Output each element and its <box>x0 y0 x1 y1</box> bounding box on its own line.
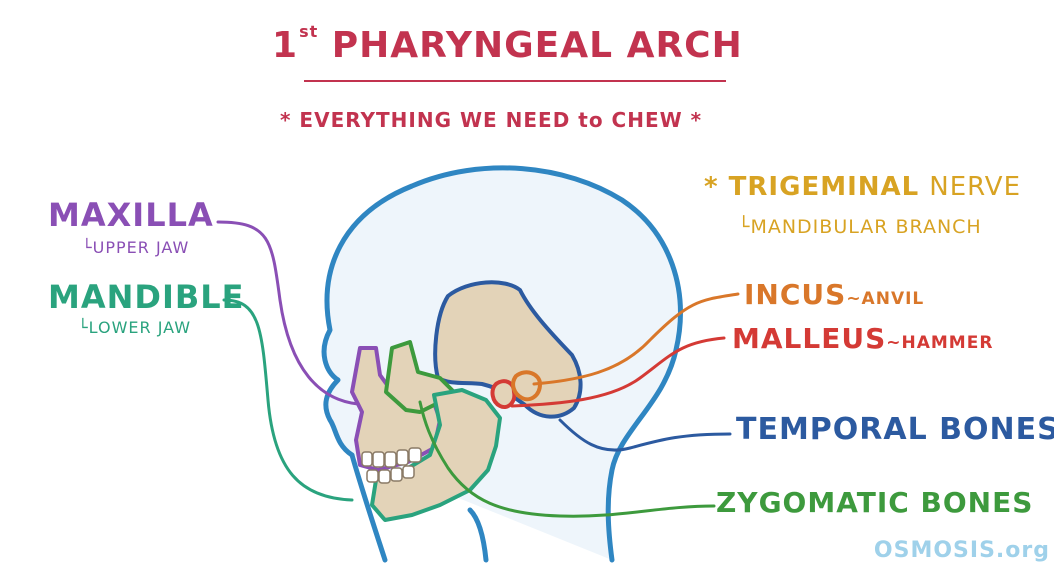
incus-leader <box>532 292 740 386</box>
page-title: 1st PHARYNGEAL ARCH <box>272 22 743 66</box>
temporal-leader <box>558 418 732 452</box>
trigeminal-label: * TRIGEMINAL NERVE <box>704 172 1021 202</box>
mandible-label: MANDIBLE <box>48 278 245 316</box>
maxilla-leader <box>216 220 360 406</box>
title-number: 1 <box>272 25 299 66</box>
maxilla-label: MAXILLA <box>48 196 214 234</box>
malleus-label: MALLEUS~HAMMER <box>732 322 994 355</box>
zygomatic-leader <box>418 400 716 518</box>
title-ordinal: st <box>299 22 319 41</box>
osmosis-logo: OSMOSIS.org <box>873 538 1050 563</box>
trigeminal-note: └MANDIBULAR BRANCH <box>738 216 982 238</box>
malleus-leader <box>510 336 726 408</box>
incus-label: INCUS~ANVIL <box>744 278 925 311</box>
page-subtitle: * EVERYTHING WE NEED to CHEW * <box>280 108 703 132</box>
title-underline <box>304 80 726 82</box>
mandible-note: └LOWER JAW <box>78 318 192 337</box>
teeth <box>361 447 422 484</box>
malleus-bone <box>490 379 517 409</box>
title-text: PHARYNGEAL ARCH <box>331 25 743 66</box>
maxilla-note: └UPPER JAW <box>82 238 190 257</box>
temporal-label: TEMPORAL BONES <box>736 412 1054 447</box>
trigeminal-star-icon: * <box>704 172 719 202</box>
mandible-leader <box>222 298 354 502</box>
incus-bone <box>511 370 543 402</box>
zygomatic-label: ZYGOMATIC BONES <box>716 486 1034 519</box>
